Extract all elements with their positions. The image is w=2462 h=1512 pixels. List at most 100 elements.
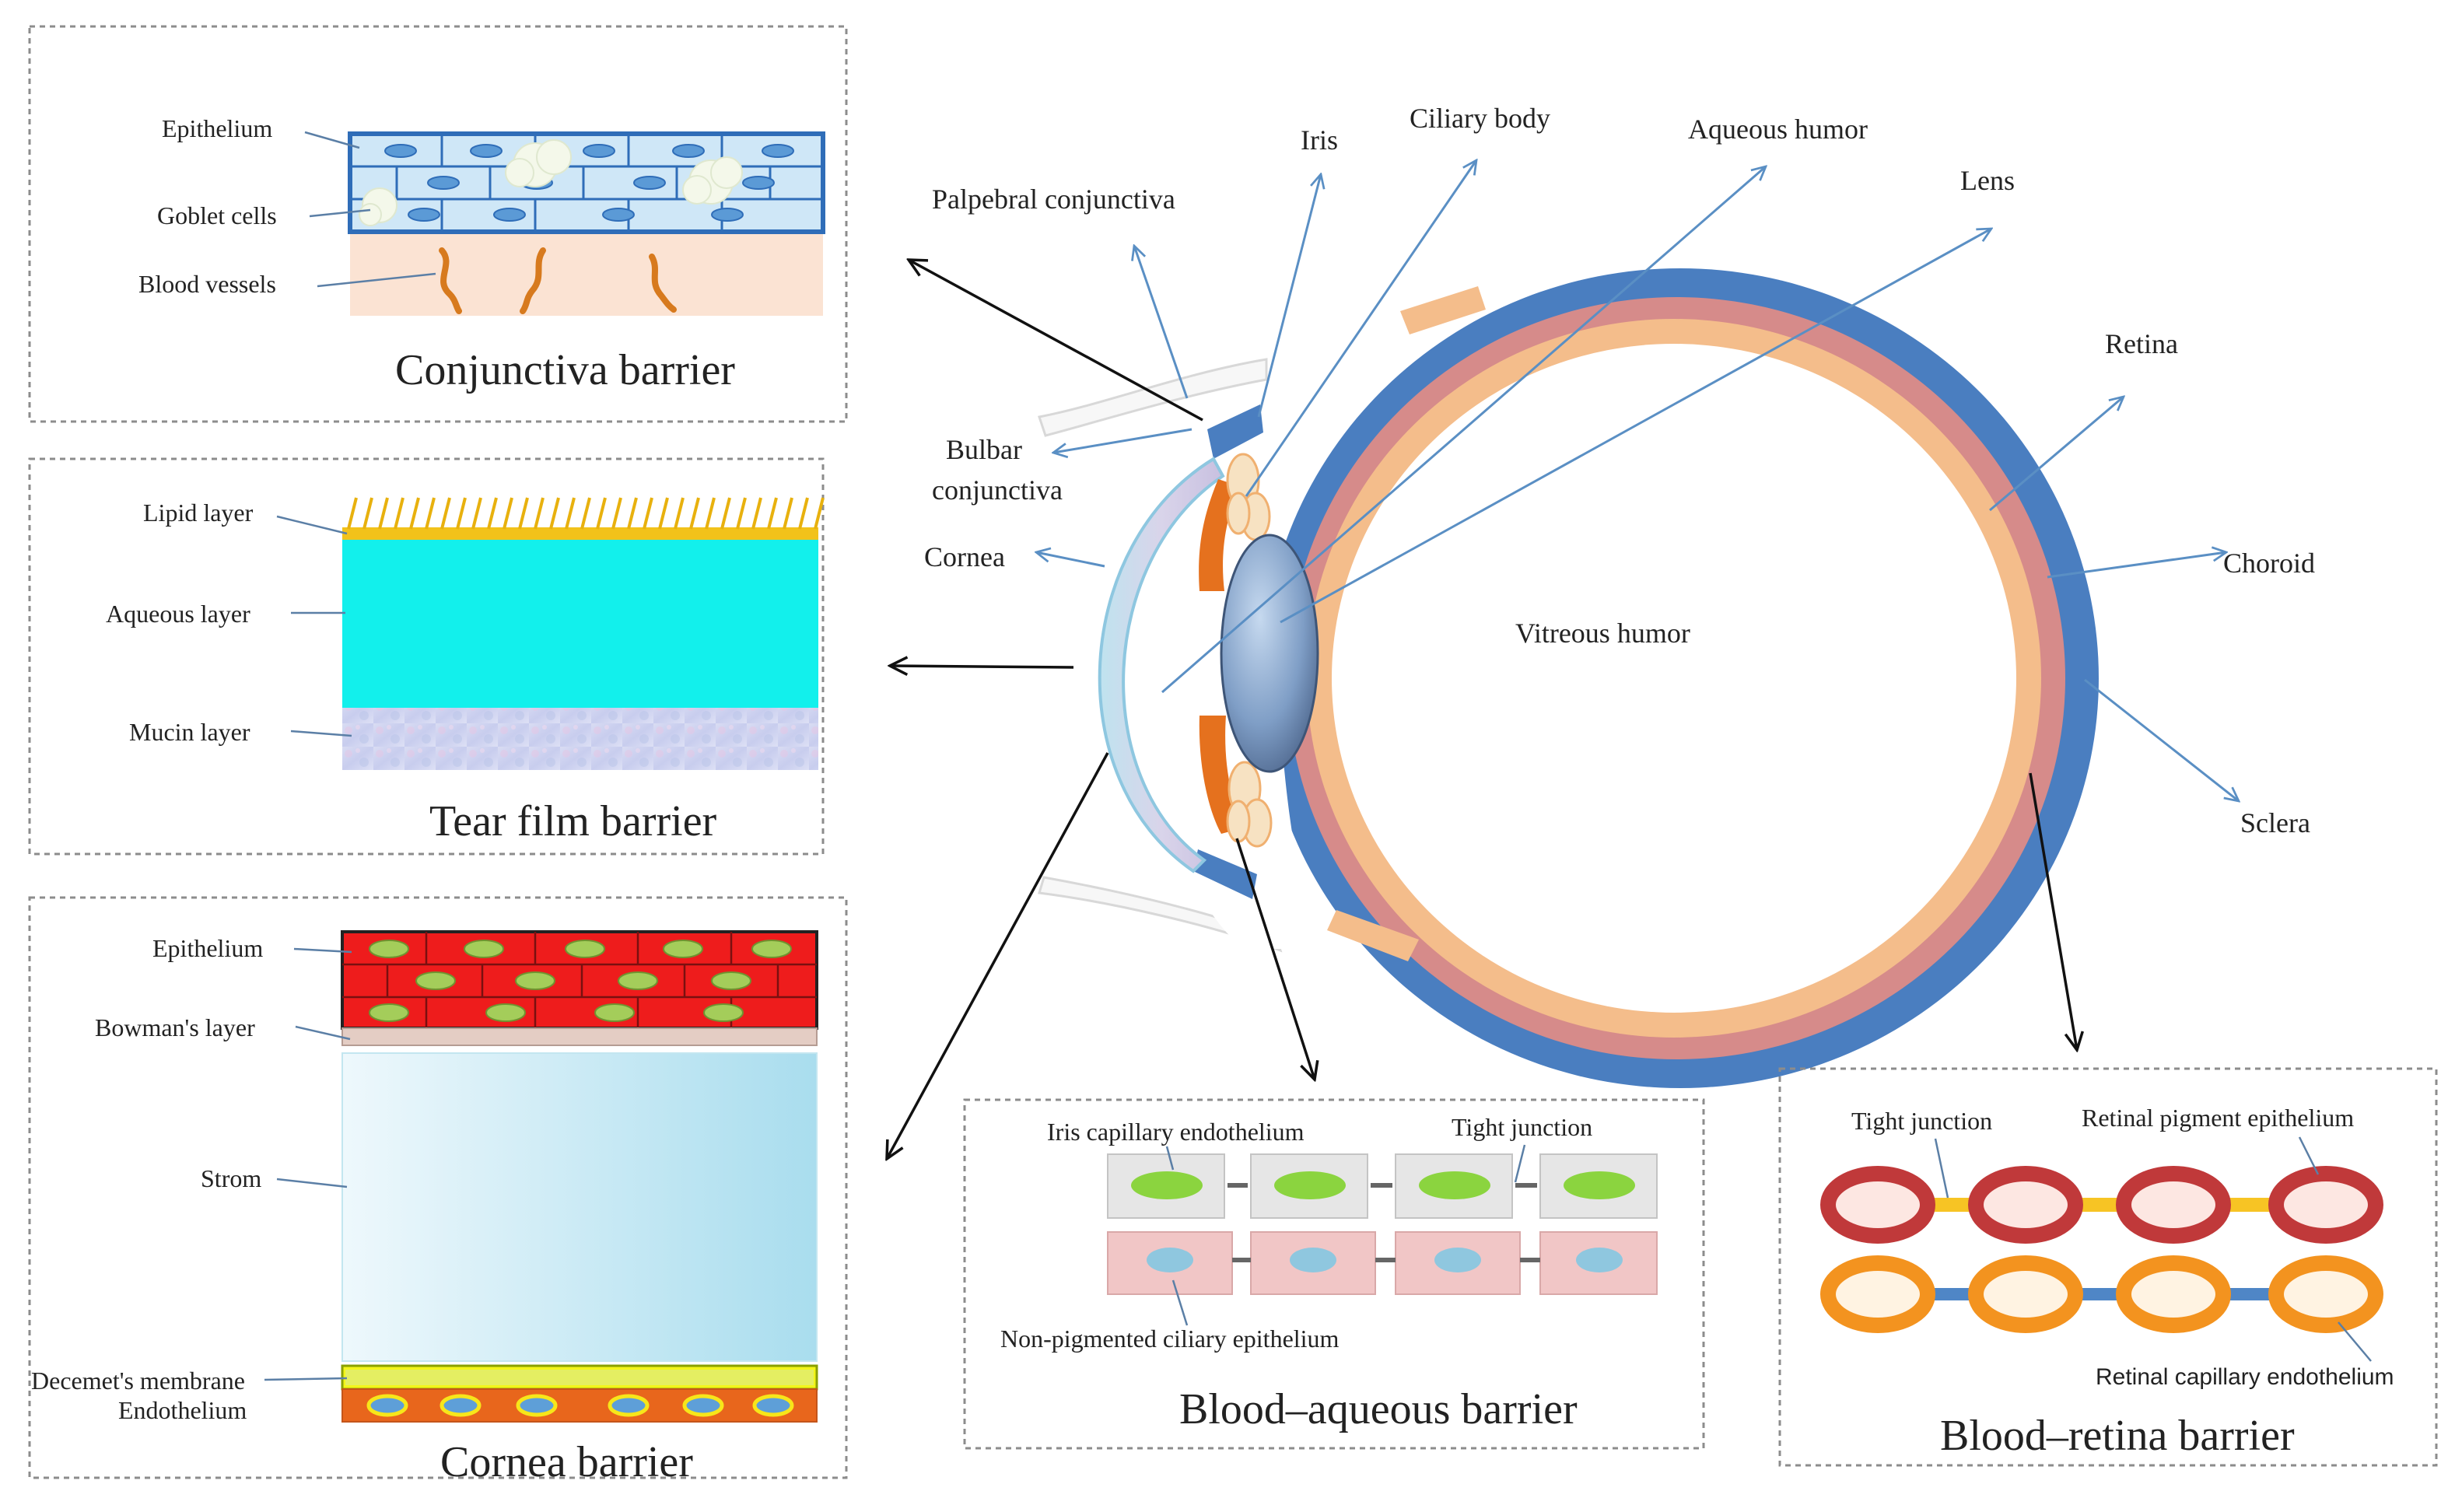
lipid-layer-label: Lipid layer [143,499,254,527]
tear-film-barrier-panel: Lipid layer Aqueous layer Mucin layer Te… [28,457,825,856]
blood-retina-barrier-panel: Tight junction Retinal pigment epitheliu… [1778,1067,2438,1467]
cornea-barrier-panel: Epithelium Bowman's layer Strom Decemet'… [28,896,848,1486]
bowmans-leader [295,1025,351,1041]
bowmans-layer [341,1027,818,1046]
cornea-barrier-title: Cornea barrier [440,1438,693,1486]
lipid-tail [425,497,436,530]
iris-capillary-endothelium-label: Iris capillary endothelium [1047,1118,1305,1146]
cornea-panel-border [28,896,848,1479]
lipid-tail [440,497,451,530]
cornea-epithelium-label: Epithelium [152,934,263,962]
lipid-tail [798,497,809,530]
epithelium-leader [304,131,360,149]
lipid-tail [362,497,373,530]
conjunctiva-panel-border [28,25,848,423]
lipid-tail [471,497,482,530]
lipid-tail [580,497,591,530]
bowmans-layer-label: Bowman's layer [95,1013,255,1041]
conjunctiva-stroma [350,232,823,316]
mucin-layer [342,708,818,770]
lipid-tail [518,497,529,530]
lipid-tail [627,497,638,530]
cornea-barrier-arrow [887,752,1109,1159]
cornea-epithelium [341,930,818,1030]
rpe-leader [2298,1136,2320,1175]
non-pigmented-ciliary-epithelium-cells [1107,1231,1658,1295]
lipid-tail [751,497,762,530]
ciliary-body-arrow [1245,160,1476,497]
upper-eyelid [1038,358,1268,437]
blood-vessels-label: Blood vessels [138,270,276,298]
lipid-tail [347,497,358,530]
blood-aqueous-barrier-title: Blood–aqueous barrier [1179,1385,1578,1433]
choroid-label: Choroid [2223,548,2315,579]
blood-retina-barrier-arrow [2029,772,2077,1050]
retina-tight-junction-leader [1934,1138,1949,1199]
lipid-tail [767,497,778,530]
aqueous-humor-label: Aqueous humor [1688,114,1868,145]
limbus-top [1207,404,1263,459]
mucin-layer-label: Mucin layer [129,718,250,746]
retinal-pigment-epithelium-label: Retinal pigment epithelium [2082,1104,2354,1132]
vessels-leader [317,272,436,288]
bulbar-conjunctiva-label-2: conjunctiva [932,474,1063,506]
lipid-layer [342,527,818,540]
iris-label: Iris [1301,124,1338,156]
lipid-tail [705,497,716,530]
lipid-tail [487,497,498,530]
aqueous-humor-arrow [1161,166,1766,694]
goblet-cells [359,139,743,226]
lipid-tail [689,497,700,530]
tear-film-panel-border [28,457,825,856]
lipid-tail [596,497,607,530]
blood-aqueous-panel-border [963,1098,1705,1450]
aqueous-layer [342,540,818,708]
lipid-tail [720,497,731,530]
lipid-tail [534,497,545,530]
blood-aqueous-barrier-arrow [1235,838,1315,1080]
ciliary-body-label: Ciliary body [1410,103,1550,134]
vitreous-humor [1332,344,2016,1013]
retinal-capillary-endothelium-row [1820,1255,2383,1333]
lipid-tail [378,497,389,530]
lens-label: Lens [1960,165,2015,196]
blood-retina-barrier-title: Blood–retina barrier [1940,1412,2295,1460]
descemets-membrane-inner [345,1370,814,1385]
retina-tight-junction-label: Tight junction [1851,1107,1992,1135]
blood-vessels [439,247,677,314]
choroid-arrow [2047,552,2226,579]
retinal-capillary-endothelium-label: Retinal capillary endothelium [2096,1364,2394,1390]
sclera-arrow [2084,678,2239,801]
palpebral-conjunctiva-arrow [1134,246,1189,399]
lipid-tail [674,497,685,530]
lens [1220,534,1319,773]
bulbar-conjunctiva-arrow [1053,428,1192,453]
cornea-endothelium-label: Endothelium [118,1396,247,1424]
limbus-bottom [1193,849,1257,899]
ora-serrata-top [1400,286,1486,334]
aqueous-layer-label: Aqueous layer [106,600,250,628]
tear-film-barrier-title: Tear film barrier [429,797,717,845]
lipid-tail [658,497,669,530]
lipid-tail [565,497,576,530]
ciliary-body [1226,453,1273,848]
lipid-tail [394,497,404,530]
eye-label-arrows [1036,160,2239,801]
blood-retina-panel-border [1778,1067,2438,1467]
lipid-tail [549,497,560,530]
retinal-pigment-epithelium-row [1820,1166,2383,1244]
aqueous-tight-junction-label: Tight junction [1452,1113,1592,1141]
cornea-epithelium-leader [293,947,352,954]
eye-labels: Iris Ciliary body Aqueous humor Lens Pal… [924,103,2315,838]
cornea-arrow [1036,552,1105,568]
retina-arrow [1989,397,2124,512]
goblet-leader [309,208,371,218]
descemets-membrane-label: Decemet's membrane [31,1367,245,1395]
conjunctiva-epithelium-label: Epithelium [162,114,272,142]
aqueous-tight-junction-leader [1514,1144,1526,1183]
sclera-label: Sclera [2240,807,2310,838]
lipid-tail [503,497,513,530]
conjunctiva-barrier-title: Conjunctiva barrier [395,346,735,394]
